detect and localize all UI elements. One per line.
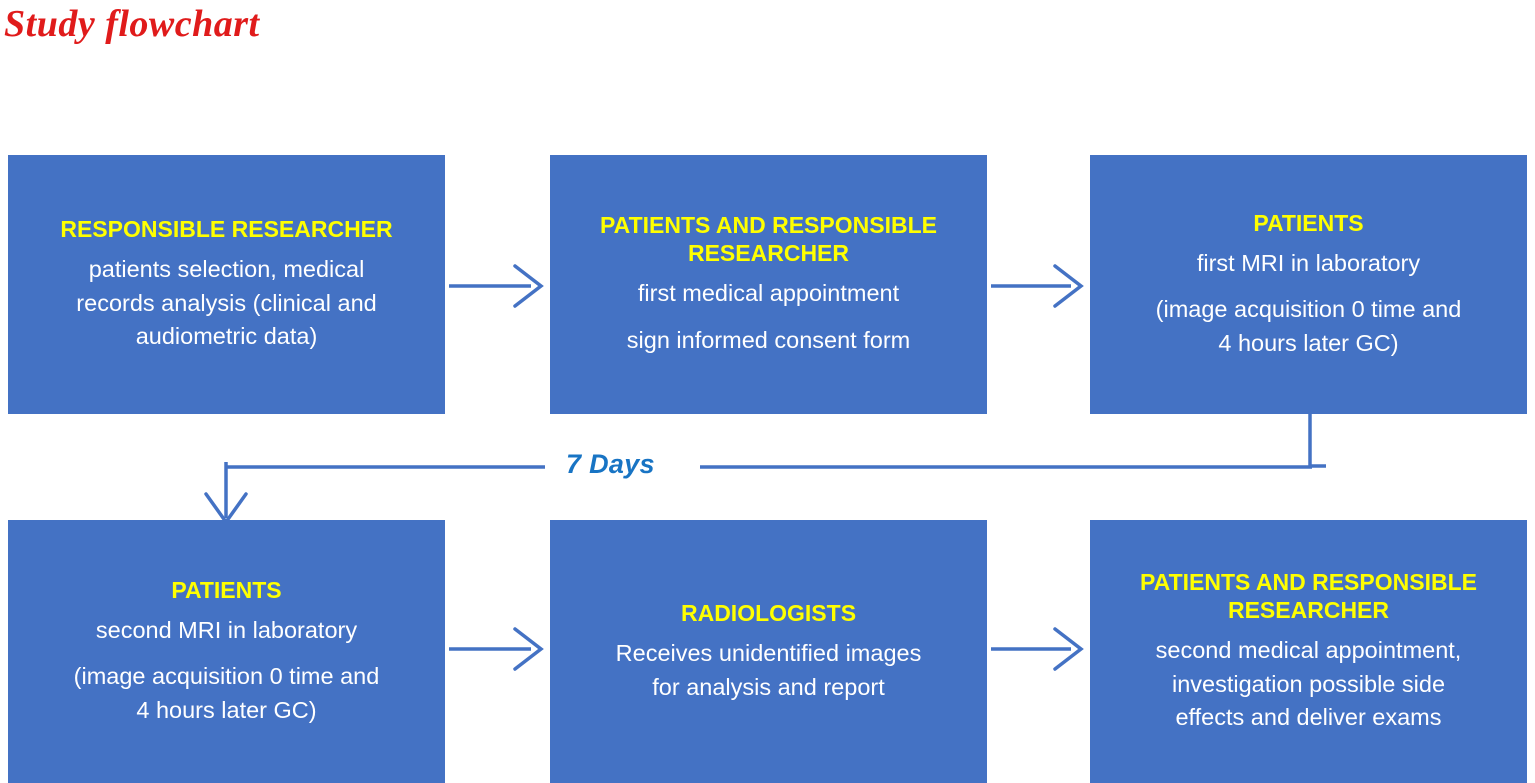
flowchart-box-patients-first-mri[interactable]: PATIENTS first MRI in laboratory (image … <box>1090 155 1527 414</box>
arrow-right-icon <box>991 621 1087 677</box>
box-body-line: patients selection, medical <box>88 256 365 283</box>
box-body-line: second MRI in laboratory <box>95 616 358 643</box>
box-heading: PATIENTS AND RESPONSIBLE RESEARCHER <box>1140 569 1477 624</box>
box-body: first MRI in laboratory (image acquisiti… <box>1156 247 1462 361</box>
box-body-line: 4 hours later GC) <box>1218 329 1399 356</box>
box-body-line: audiometric data) <box>135 323 318 350</box>
box-body-line: Receives unidentified images <box>615 639 922 666</box>
arrow-right-icon <box>449 621 547 677</box>
box-body: first medical appointment sign informed … <box>627 277 910 357</box>
flowchart-box-responsible-researcher[interactable]: RESPONSIBLE RESEARCHER patients selectio… <box>8 155 445 414</box>
box-body-line: effects and deliver exams <box>1175 704 1442 731</box>
arrow-right-icon <box>991 258 1087 314</box>
box-body: second MRI in laboratory (image acquisit… <box>74 614 380 728</box>
box-body-line: records analysis (clinical and <box>76 289 377 316</box>
box-body: second medical appointment, investigatio… <box>1156 634 1462 735</box>
flowchart-box-patients-and-responsible-researcher-first[interactable]: PATIENTS AND RESPONSIBLE RESEARCHER firs… <box>550 155 987 414</box>
box-body-line: (image acquisition 0 time and <box>73 663 380 690</box>
connector-label-7-days: 7 Days <box>566 449 655 479</box>
box-body-line: second medical appointment, <box>1155 637 1462 664</box>
box-heading: RESPONSIBLE RESEARCHER <box>60 216 393 243</box>
flowchart-box-radiologists[interactable]: RADIOLOGISTS Receives unidentified image… <box>550 520 987 783</box>
box-body-line: (image acquisition 0 time and <box>1155 296 1462 323</box>
box-heading: PATIENTS <box>1253 209 1364 236</box>
arrow-down-icon <box>200 462 260 526</box>
connector-line-right <box>700 462 1312 472</box>
box-body-line: first MRI in laboratory <box>1196 249 1421 276</box>
box-body-line: investigation possible side <box>1171 670 1446 697</box>
box-body-line: 4 hours later GC) <box>136 696 317 723</box>
flowchart-box-patients-second-mri[interactable]: PATIENTS second MRI in laboratory (image… <box>8 520 445 783</box>
box-body-line: sign informed consent form <box>626 327 911 354</box>
box-heading: RADIOLOGISTS <box>680 599 857 626</box>
box-body-line: for analysis and report <box>652 673 885 700</box>
page-title: Study flowchart <box>4 3 260 45</box>
box-body-line: first medical appointment <box>637 280 900 307</box>
box-body: patients selection, medical records anal… <box>76 253 376 354</box>
box-heading: PATIENTS AND RESPONSIBLE RESEARCHER <box>600 212 937 267</box>
box-heading: PATIENTS <box>171 576 282 603</box>
connector-line-left <box>225 462 545 472</box>
box-body: Receives unidentified images for analysi… <box>616 637 922 704</box>
flowchart-box-patients-and-responsible-researcher-second[interactable]: PATIENTS AND RESPONSIBLE RESEARCHER seco… <box>1090 520 1527 783</box>
arrow-right-icon <box>449 258 547 314</box>
